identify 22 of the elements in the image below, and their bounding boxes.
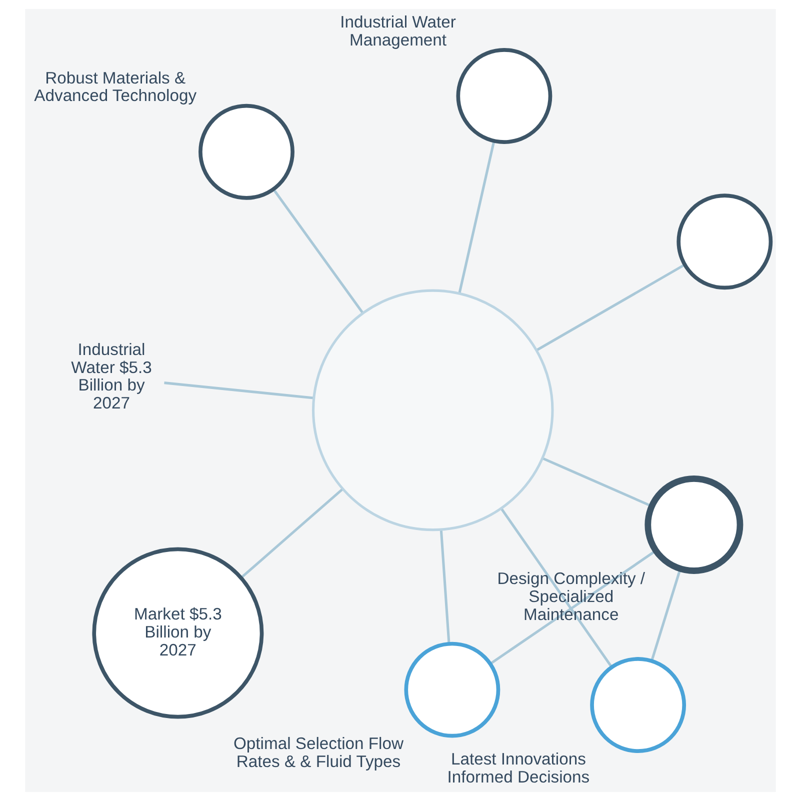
node-circle <box>311 288 554 531</box>
node-circle <box>590 656 686 752</box>
node-circle <box>676 193 772 290</box>
node-label: Latest Innovations Informed Decisions <box>446 748 590 786</box>
node-text: Industrial Water $5.3 Billion by 2027 <box>70 339 152 412</box>
node-label: Industrial Water Management <box>340 12 456 49</box>
connector <box>240 488 343 578</box>
node-label: Robust Materials & Advanced Technology <box>34 68 196 105</box>
connector <box>458 140 495 293</box>
connector <box>489 549 656 664</box>
connector <box>500 508 612 668</box>
node-circle <box>644 474 743 574</box>
node-circle <box>456 48 552 144</box>
connector <box>439 528 450 644</box>
connector <box>535 263 685 351</box>
node-circle <box>198 103 294 200</box>
node-label: Optimal Selection Flow Rates & & Fluid Types <box>232 734 404 771</box>
node-circle <box>404 641 500 738</box>
connector <box>272 188 364 314</box>
node-label: Design Complexity / Specialized Maintenance <box>496 568 645 624</box>
connector <box>164 381 314 399</box>
node-circle: Market $5.3 Billion by 2027 <box>92 546 264 718</box>
